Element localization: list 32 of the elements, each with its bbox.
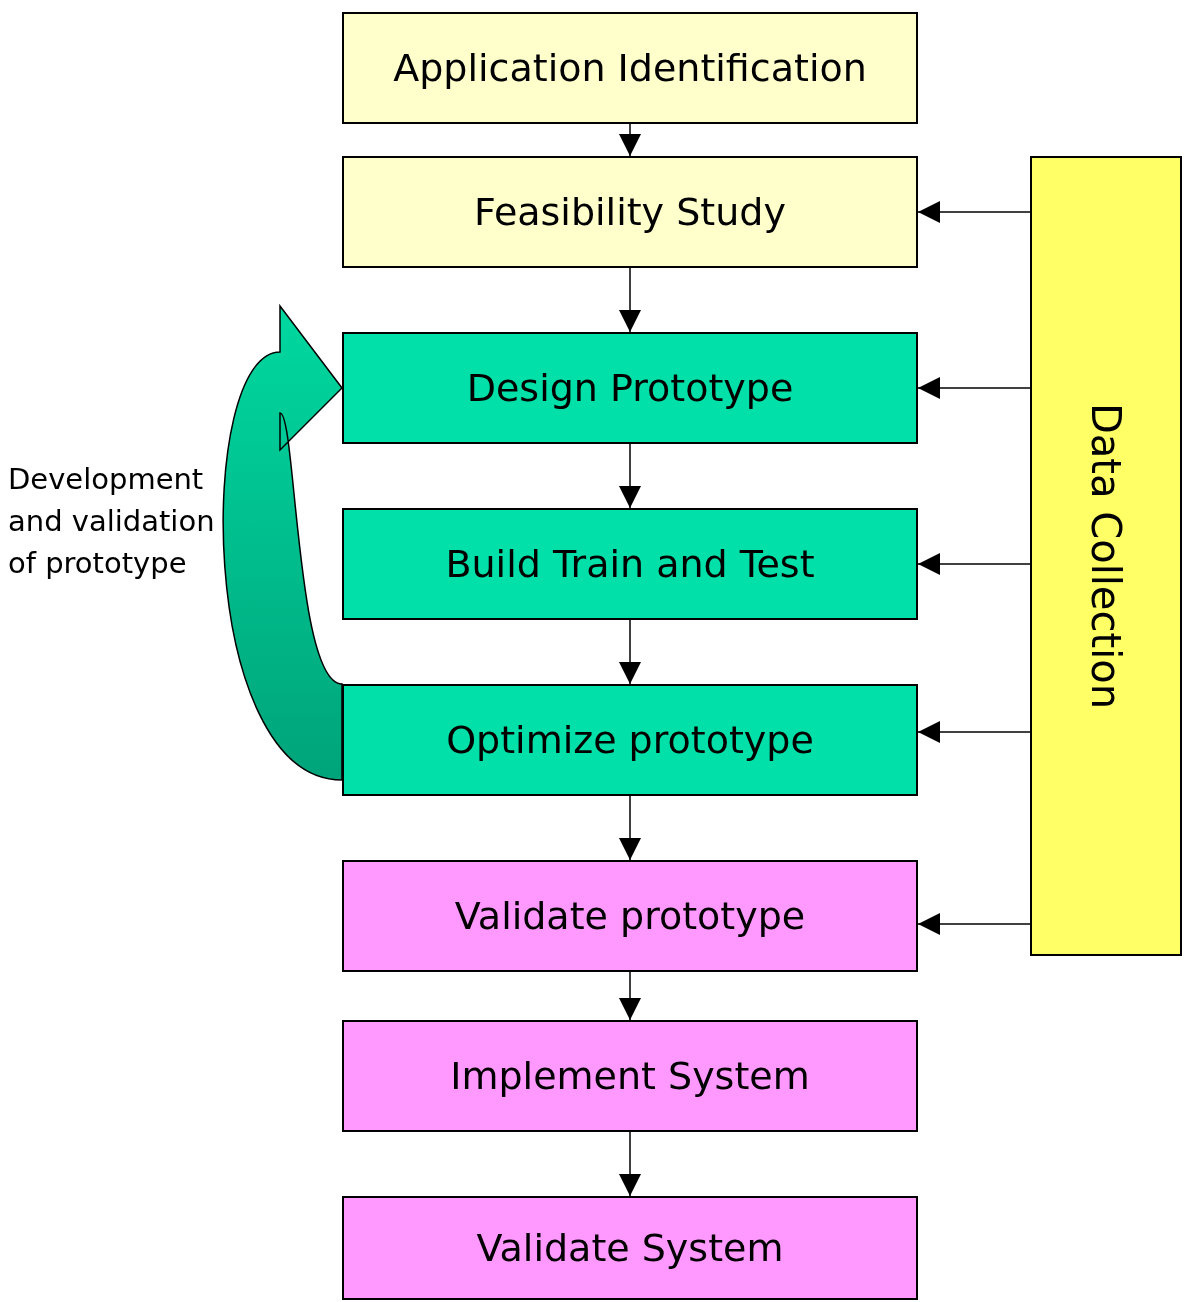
arrow <box>619 795 641 861</box>
node-label: Design Prototype <box>466 366 794 410</box>
process-box <box>342 332 918 444</box>
process-box <box>342 860 918 972</box>
node-label: Build Train and Test <box>445 542 815 586</box>
edge-label: Development and validation of prototype <box>8 461 216 583</box>
node-label: Application Identification <box>393 46 867 90</box>
node-label: Optimize prototype <box>446 718 814 762</box>
node-label: Validate prototype <box>454 894 806 938</box>
side-bar <box>1030 156 1182 956</box>
node-label: Feasibility Study <box>474 190 786 234</box>
arrow <box>619 123 641 157</box>
process-box <box>342 12 918 124</box>
node-label: Validate System <box>476 1226 784 1270</box>
arrow <box>619 443 641 509</box>
arrow <box>917 377 1031 399</box>
process-box <box>342 508 918 620</box>
curved-block-arrow <box>222 305 343 781</box>
arrow <box>619 971 641 1021</box>
arrow <box>917 201 1031 223</box>
arrow <box>917 553 1031 575</box>
process-box <box>342 1020 918 1132</box>
node-label: Data Collection <box>1083 402 1129 710</box>
process-box <box>342 1196 918 1300</box>
arrow <box>917 913 1031 935</box>
arrow <box>917 721 1031 743</box>
process-box <box>342 684 918 796</box>
node-label: Implement System <box>450 1054 810 1098</box>
arrow <box>619 267 641 333</box>
arrow <box>619 619 641 685</box>
process-box <box>342 156 918 268</box>
arrow <box>619 1131 641 1197</box>
